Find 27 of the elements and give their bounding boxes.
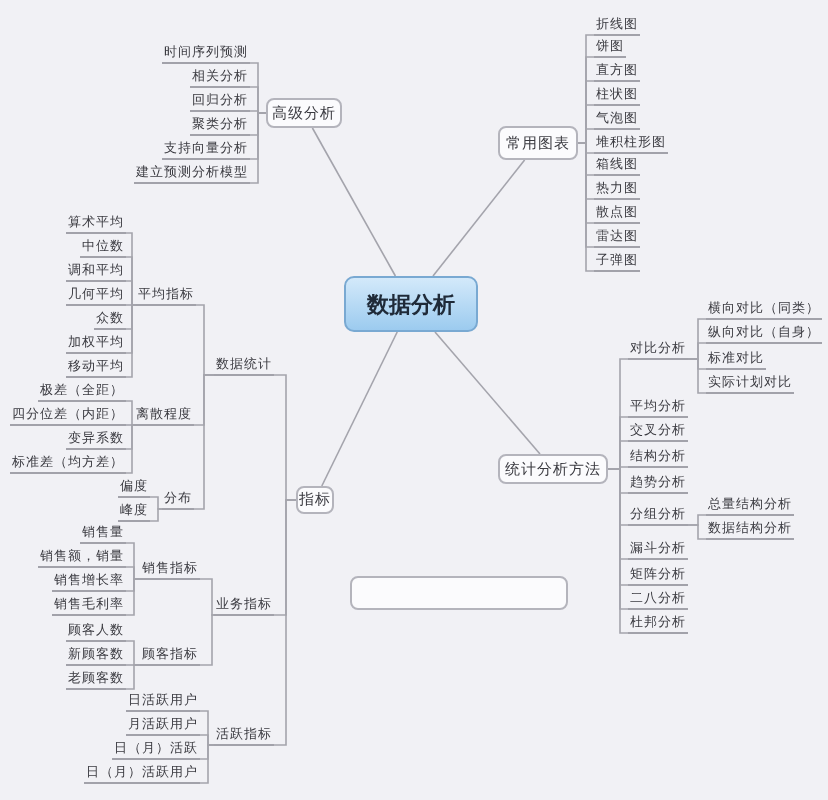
connector-line [125, 424, 135, 426]
connector-line [125, 664, 141, 690]
connector-line [199, 614, 215, 666]
connector-line [125, 280, 137, 306]
connector-line [149, 496, 163, 510]
connector-line [125, 566, 141, 580]
connector-line [199, 734, 215, 746]
connector-line [125, 640, 141, 666]
connector-line [311, 127, 397, 277]
connector-line [125, 304, 137, 306]
connector-line [125, 578, 141, 616]
connector-line [193, 374, 215, 510]
central-topic: 数据分析 [344, 276, 478, 332]
connector-line [434, 331, 541, 455]
connector-line [321, 331, 398, 487]
connector-line [125, 304, 137, 378]
connector-line [273, 499, 297, 746]
topic-box [350, 576, 568, 610]
connector-line [432, 159, 526, 277]
connector-line [125, 424, 135, 474]
connector-line [149, 508, 163, 522]
connector-line [125, 400, 135, 426]
connector-line [687, 358, 707, 394]
connector-line [199, 578, 215, 616]
connector-line [199, 744, 215, 784]
connector-line [577, 142, 595, 272]
connector-line [687, 524, 707, 540]
